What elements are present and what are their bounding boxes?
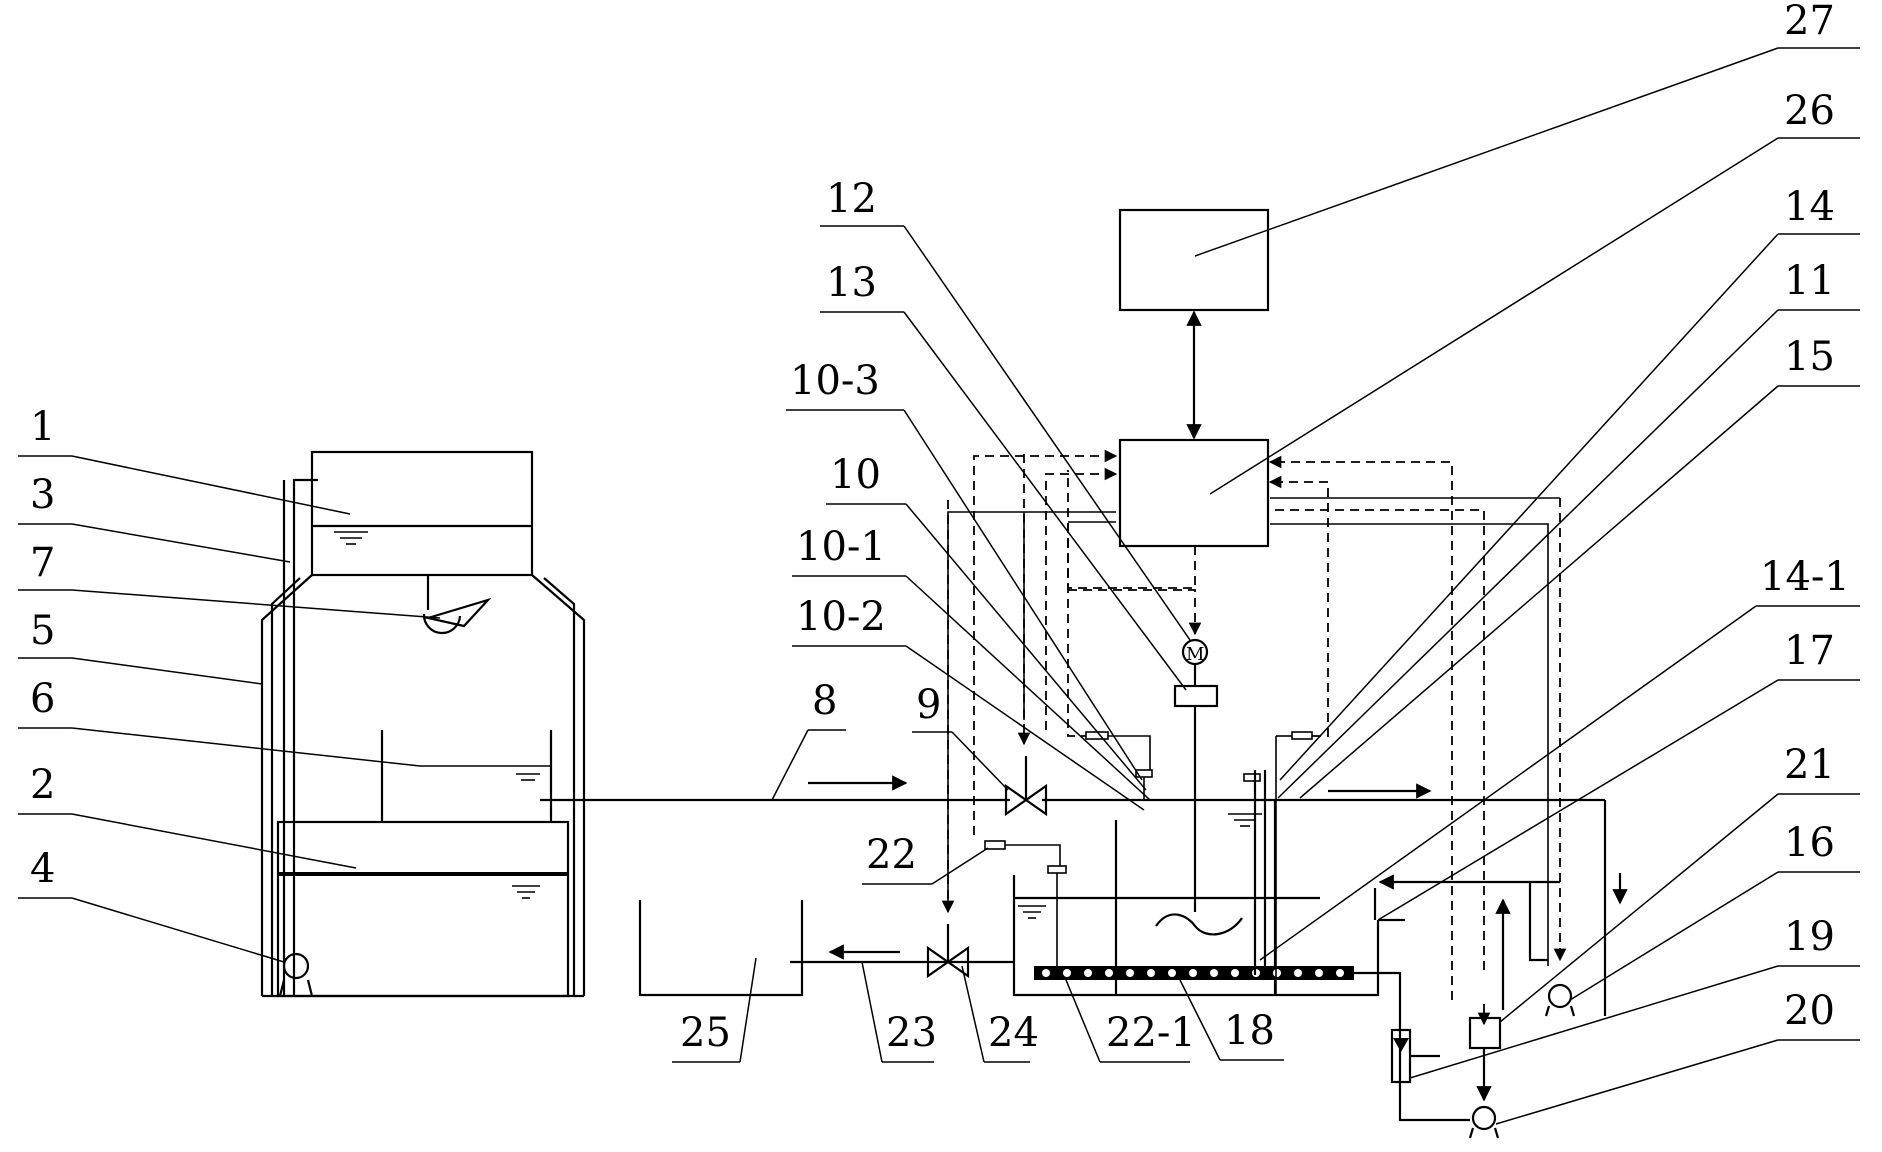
label-2: 2: [30, 762, 55, 808]
tank-1-top-box: [310, 450, 534, 577]
aeration-hole: [1084, 969, 1092, 977]
aeration-hole: [1273, 969, 1281, 977]
label-26: 26: [1784, 88, 1835, 134]
motor-symbol: M: [1186, 644, 1204, 665]
label-22-1: 22-1: [1106, 1010, 1196, 1056]
label-10: 10: [830, 452, 881, 498]
controller-26: [1118, 438, 1270, 548]
label-3: 3: [30, 472, 55, 518]
label-17: 17: [1784, 628, 1835, 674]
sensor-22: [984, 840, 1006, 850]
aeration-hole: [1168, 969, 1176, 977]
label-23: 23: [886, 1010, 937, 1056]
pump-4: [278, 952, 314, 997]
sprayer-7: [422, 575, 492, 635]
label-4: 4: [30, 846, 55, 892]
flowmeter-19: [1390, 1028, 1440, 1084]
label-6: 6: [30, 676, 55, 722]
label-27: 27: [1784, 0, 1835, 44]
water-level-symbol-3: [1018, 905, 1046, 919]
label-15: 15: [1784, 334, 1835, 380]
unit-21: [1468, 1016, 1502, 1050]
trough-6: [380, 730, 553, 822]
pump-16: [1544, 983, 1576, 1017]
reactor-tower: [260, 450, 586, 998]
packing-layer-2: [276, 820, 570, 998]
outlet-line: [638, 900, 1014, 997]
reaction-basin-17: [1012, 705, 1405, 997]
label-24: 24: [988, 1010, 1039, 1056]
aeration-hole: [1105, 969, 1113, 977]
aeration-pipe-18: [1034, 966, 1470, 1122]
water-level-symbol-1: [334, 531, 368, 545]
aeration-hole: [1336, 969, 1344, 977]
aeration-hole: [1189, 969, 1197, 977]
aeration-hole: [1231, 969, 1239, 977]
label-12: 12: [826, 176, 877, 222]
label-19: 19: [1784, 914, 1835, 960]
label-11: 11: [1784, 258, 1835, 304]
label-16: 16: [1784, 820, 1835, 866]
label-8: 8: [812, 678, 837, 724]
label-1: 1: [30, 404, 55, 450]
water-level-symbol-4: [1228, 813, 1262, 827]
sensor-22-1: [1047, 865, 1067, 874]
label-25: 25: [680, 1010, 731, 1056]
label-14: 14: [1784, 184, 1835, 230]
sensor-14: [1243, 773, 1261, 782]
main-pipe-8: [540, 775, 1628, 1016]
computer-27: [1118, 208, 1270, 312]
labels: 27 26 14 11 15 14-1 17 21 16 19 20: [18, 0, 1860, 1125]
aeration-hole: [1063, 969, 1071, 977]
label-13: 13: [826, 260, 877, 306]
aeration-hole: [1210, 969, 1218, 977]
label-5: 5: [30, 608, 55, 654]
pump-20: [1468, 1105, 1500, 1139]
water-level-symbol-2: [512, 885, 540, 899]
label-20: 20: [1784, 988, 1835, 1034]
label-10-3: 10-3: [790, 358, 880, 404]
label-10-1: 10-1: [796, 524, 886, 570]
label-9: 9: [916, 682, 941, 728]
label-21: 21: [1784, 742, 1835, 788]
label-7: 7: [30, 540, 55, 586]
label-18: 18: [1224, 1008, 1275, 1054]
sensor-15: [1291, 731, 1313, 740]
label-14-1: 14-1: [1760, 554, 1850, 600]
pipe-3: [292, 478, 318, 996]
aeration-hole: [1294, 969, 1302, 977]
aeration-hole: [1147, 969, 1155, 977]
motor: M: [1173, 638, 1219, 708]
aeration-hole: [1315, 969, 1323, 977]
valve-9: [1004, 756, 1048, 817]
aeration-hole: [1042, 969, 1050, 977]
aeration-hole: [1126, 969, 1134, 977]
tank-25: [638, 900, 804, 997]
valve-24: [926, 945, 970, 979]
label-22: 22: [866, 832, 917, 878]
label-10-2: 10-2: [796, 594, 886, 640]
sensor-10-1: [1085, 731, 1109, 740]
